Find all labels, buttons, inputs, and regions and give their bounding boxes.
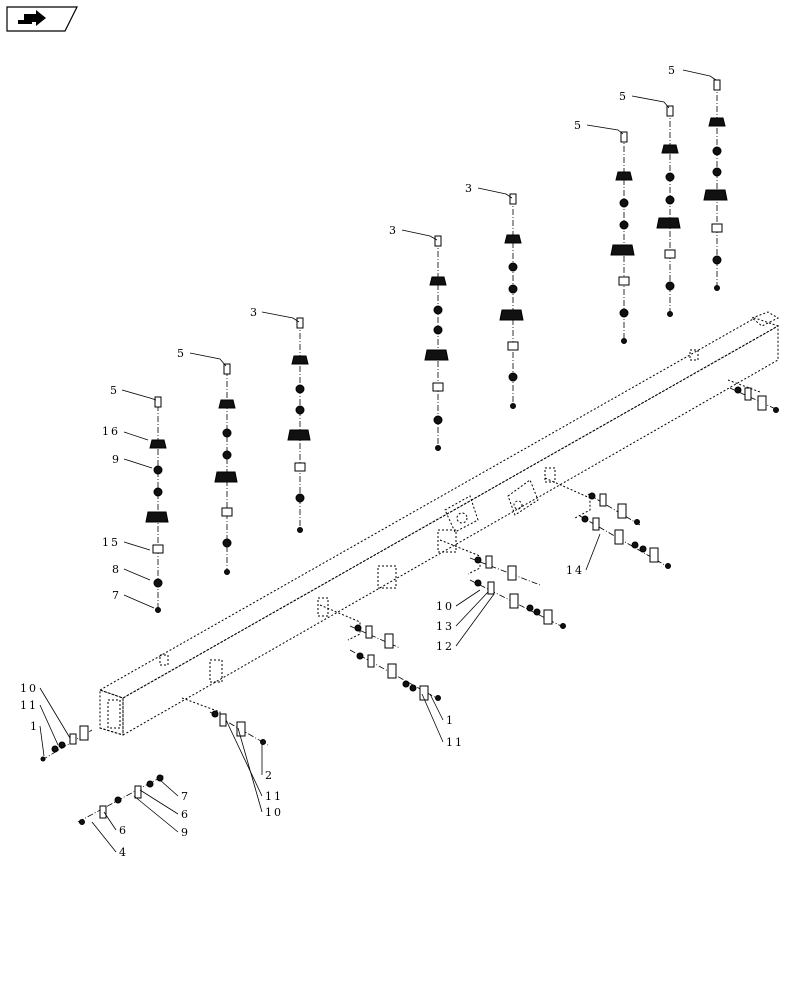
callout-6: 6 bbox=[181, 808, 190, 821]
callout-10: 10 bbox=[20, 682, 38, 695]
fastener-stack-6 bbox=[610, 131, 635, 344]
callout-5: 5 bbox=[574, 119, 583, 132]
callout-9: 9 bbox=[181, 826, 190, 839]
fastener-stack-7 bbox=[656, 105, 681, 318]
callout-3: 3 bbox=[465, 182, 474, 195]
callout-5: 5 bbox=[110, 384, 119, 397]
callout-2: 2 bbox=[265, 769, 274, 782]
callout-5: 5 bbox=[619, 90, 628, 103]
callout-labels: 5 5 5 3 3 3 5 5 16 9 15 8 7 10 11 1 10 1… bbox=[20, 64, 677, 859]
callout-1: 1 bbox=[30, 720, 39, 733]
callout-12: 12 bbox=[436, 640, 454, 653]
leader-lines bbox=[39, 69, 717, 853]
fastener-stack-1 bbox=[145, 396, 169, 613]
callout-10: 10 bbox=[265, 806, 283, 819]
callout-1: 1 bbox=[446, 714, 455, 727]
callout-9: 9 bbox=[112, 453, 121, 466]
callout-6: 6 bbox=[119, 824, 128, 837]
fastener-row-b bbox=[209, 710, 269, 746]
fastener-row-a bbox=[40, 725, 93, 762]
fastener-row-e bbox=[579, 492, 671, 569]
fastener-row-f bbox=[729, 386, 779, 413]
callout-15: 15 bbox=[102, 536, 120, 549]
fastener-stack-8 bbox=[703, 79, 728, 292]
fastener-row-d bbox=[469, 555, 566, 629]
fastener-stack-2 bbox=[214, 363, 238, 575]
fastener-stack-5 bbox=[499, 193, 524, 409]
callout-4: 4 bbox=[119, 846, 128, 859]
cross-bracket-right bbox=[181, 379, 761, 720]
fastener-stack-4 bbox=[424, 235, 449, 451]
callout-11: 11 bbox=[446, 736, 464, 749]
callout-16: 16 bbox=[102, 425, 120, 438]
callout-11: 11 bbox=[20, 699, 38, 712]
callout-7: 7 bbox=[112, 589, 121, 602]
next-page-arrow-icon bbox=[18, 10, 46, 26]
callout-5: 5 bbox=[668, 64, 677, 77]
callout-10: 10 bbox=[436, 600, 454, 613]
fastener-row-c bbox=[349, 624, 441, 701]
callout-3: 3 bbox=[389, 224, 398, 237]
callout-13: 13 bbox=[436, 620, 454, 633]
fastener-row-g bbox=[77, 774, 166, 825]
callout-8: 8 bbox=[112, 563, 121, 576]
callout-5: 5 bbox=[177, 347, 186, 360]
main-frame-beam bbox=[98, 311, 780, 736]
next-page-button[interactable] bbox=[6, 6, 78, 32]
callout-7: 7 bbox=[181, 790, 190, 803]
fastener-stack-3 bbox=[287, 317, 311, 533]
callout-3: 3 bbox=[250, 306, 259, 319]
callout-11: 11 bbox=[265, 790, 283, 803]
callout-14: 14 bbox=[566, 564, 584, 577]
